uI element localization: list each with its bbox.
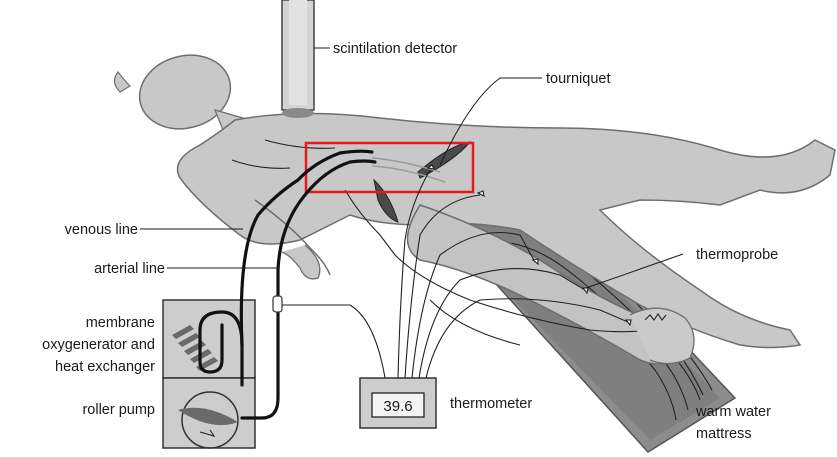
blood-line-probe bbox=[273, 296, 385, 378]
scintillation-detector bbox=[282, 0, 314, 118]
label-membrane-line3: heat exchanger bbox=[55, 359, 155, 375]
thermometer-readout: 39.6 bbox=[383, 398, 412, 415]
label-thermometer: thermometer bbox=[450, 396, 532, 412]
label-membrane-line2: oxygenerator and bbox=[42, 337, 155, 353]
label-tourniquet: tourniquet bbox=[546, 71, 611, 87]
label-mattress-line1: warm water bbox=[695, 404, 771, 420]
label-thermoprobe: thermoprobe bbox=[696, 247, 778, 263]
label-arterial-line: arterial line bbox=[94, 261, 165, 277]
label-scintillation-detector: scintilation detector bbox=[333, 41, 457, 57]
label-membrane-line1: membrane bbox=[86, 315, 155, 331]
thermometer: 39.6 bbox=[360, 378, 436, 428]
label-venous-line: venous line bbox=[65, 222, 138, 238]
label-roller-pump: roller pump bbox=[82, 402, 155, 418]
label-mattress-line2: mattress bbox=[696, 426, 752, 442]
